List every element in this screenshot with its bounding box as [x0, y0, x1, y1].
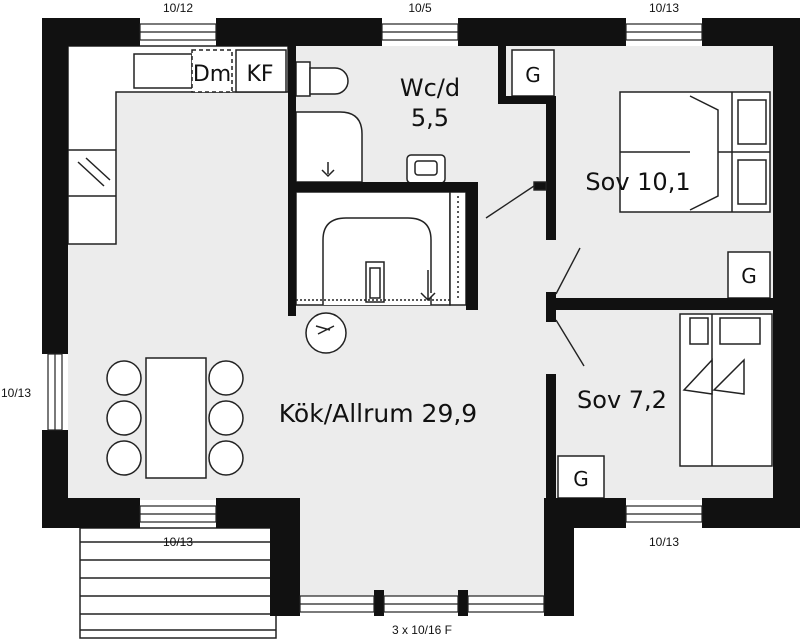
wall-segment — [42, 498, 140, 528]
washbasin-bowl — [414, 160, 438, 176]
wall-segment — [42, 18, 68, 354]
entrance-steps — [79, 527, 277, 639]
door-swings — [485, 181, 585, 367]
window-top-middle — [381, 23, 459, 41]
toilet-bowl-icon — [309, 67, 349, 95]
window-top-left — [139, 23, 217, 41]
wall-segment — [544, 498, 626, 528]
pillow — [719, 317, 761, 345]
storage-room — [295, 191, 467, 306]
windows — [47, 23, 703, 613]
wall-segment — [546, 96, 556, 240]
bed-large — [619, 91, 771, 213]
window-top-right — [625, 23, 703, 41]
ventilation-icon — [305, 312, 347, 354]
window-label-top-right: 10/13 — [649, 1, 679, 15]
wardrobe-label: G — [525, 63, 541, 87]
duvet-fold — [689, 95, 719, 211]
wall-segment — [702, 498, 800, 528]
ventilation-unit — [305, 312, 347, 354]
window-label-top-left: 10/12 — [163, 1, 193, 15]
dishwasher-label: Dm — [193, 62, 231, 87]
door-leaf-wc — [485, 185, 535, 219]
dining-chair — [106, 400, 142, 436]
floor-entrance — [296, 498, 546, 608]
window-label-top-middle: 10/5 — [408, 1, 432, 15]
wall-segment — [546, 374, 556, 500]
wardrobes — [511, 49, 771, 499]
window-label-bottom-left: 10/13 — [163, 535, 193, 549]
wall-segment — [288, 46, 296, 316]
window-left — [47, 353, 63, 431]
sink-mark — [85, 157, 111, 181]
shower-area — [295, 111, 363, 183]
steps-outline — [79, 527, 277, 639]
dining-chair — [106, 360, 142, 396]
door-label-bottom: 3 x 10/16 F — [392, 623, 452, 637]
window-label-left: 10/13 — [1, 386, 31, 400]
door-glazing — [299, 595, 545, 613]
kitchen-counter — [67, 45, 289, 245]
door-leaf-bedroom-small — [555, 319, 585, 367]
door-mullion — [374, 590, 384, 616]
shower-drain-icon — [321, 162, 335, 178]
fridge-freezer-icon — [235, 49, 287, 93]
room-labels: Wc/d 5,5 Sov 10,1 Sov 7,2 Kök/Allrum 29,… — [279, 74, 691, 428]
wall-segment — [773, 18, 800, 528]
water-heater-inner — [369, 267, 381, 299]
dining-table — [145, 357, 207, 479]
window-bottom-right — [625, 505, 703, 523]
ventilation-mark — [315, 325, 335, 335]
wall-segment — [270, 498, 300, 616]
wall-segment — [498, 96, 556, 104]
bed-small — [679, 313, 773, 467]
fixture-labels: Dm KF G G G — [193, 62, 757, 491]
pillow — [737, 99, 767, 145]
window-bottom-left — [139, 505, 217, 523]
wall-segment — [546, 298, 773, 310]
window-labels: 10/12 10/5 10/13 10/13 10/13 10/13 3 x 1… — [1, 1, 679, 637]
door-mullion — [458, 590, 468, 616]
duvet-fold — [712, 358, 745, 395]
pillow — [689, 317, 709, 345]
dining-set — [106, 357, 244, 479]
wall-segment — [498, 46, 506, 102]
wc-fixtures — [295, 61, 446, 184]
dining-chair — [208, 400, 244, 436]
dining-chair — [208, 360, 244, 396]
duvet-fold — [682, 358, 713, 395]
walls — [42, 18, 800, 616]
storage-shelving — [449, 191, 467, 306]
wall-segment — [288, 182, 478, 192]
wardrobe-label: G — [573, 467, 589, 491]
wc-area-label: 5,5 — [411, 104, 449, 132]
bedroom-small-label: Sov 7,2 — [577, 386, 667, 414]
wall-segment — [216, 18, 382, 46]
wall-segment — [458, 18, 626, 46]
dining-chair — [106, 440, 142, 476]
window-label-bottom-right: 10/13 — [649, 535, 679, 549]
bedroom-large-label: Sov 10,1 — [585, 168, 690, 196]
door-leaf-bedroom-large — [555, 247, 581, 295]
dishwasher-icon — [191, 49, 233, 93]
wc-name-label: Wc/d — [400, 74, 460, 102]
stove-icon — [133, 53, 193, 89]
wall-segment — [466, 182, 478, 310]
fridge-freezer-label: KF — [246, 62, 273, 87]
wardrobe-g1 — [511, 49, 555, 97]
kitchen-living-label: Kök/Allrum 29,9 — [279, 399, 477, 428]
pillow — [737, 159, 767, 205]
dining-chair — [208, 440, 244, 476]
sink-mark — [77, 161, 105, 187]
wardrobe-label: G — [741, 264, 757, 288]
toilet-tank — [295, 61, 311, 97]
door-stop — [533, 181, 547, 191]
